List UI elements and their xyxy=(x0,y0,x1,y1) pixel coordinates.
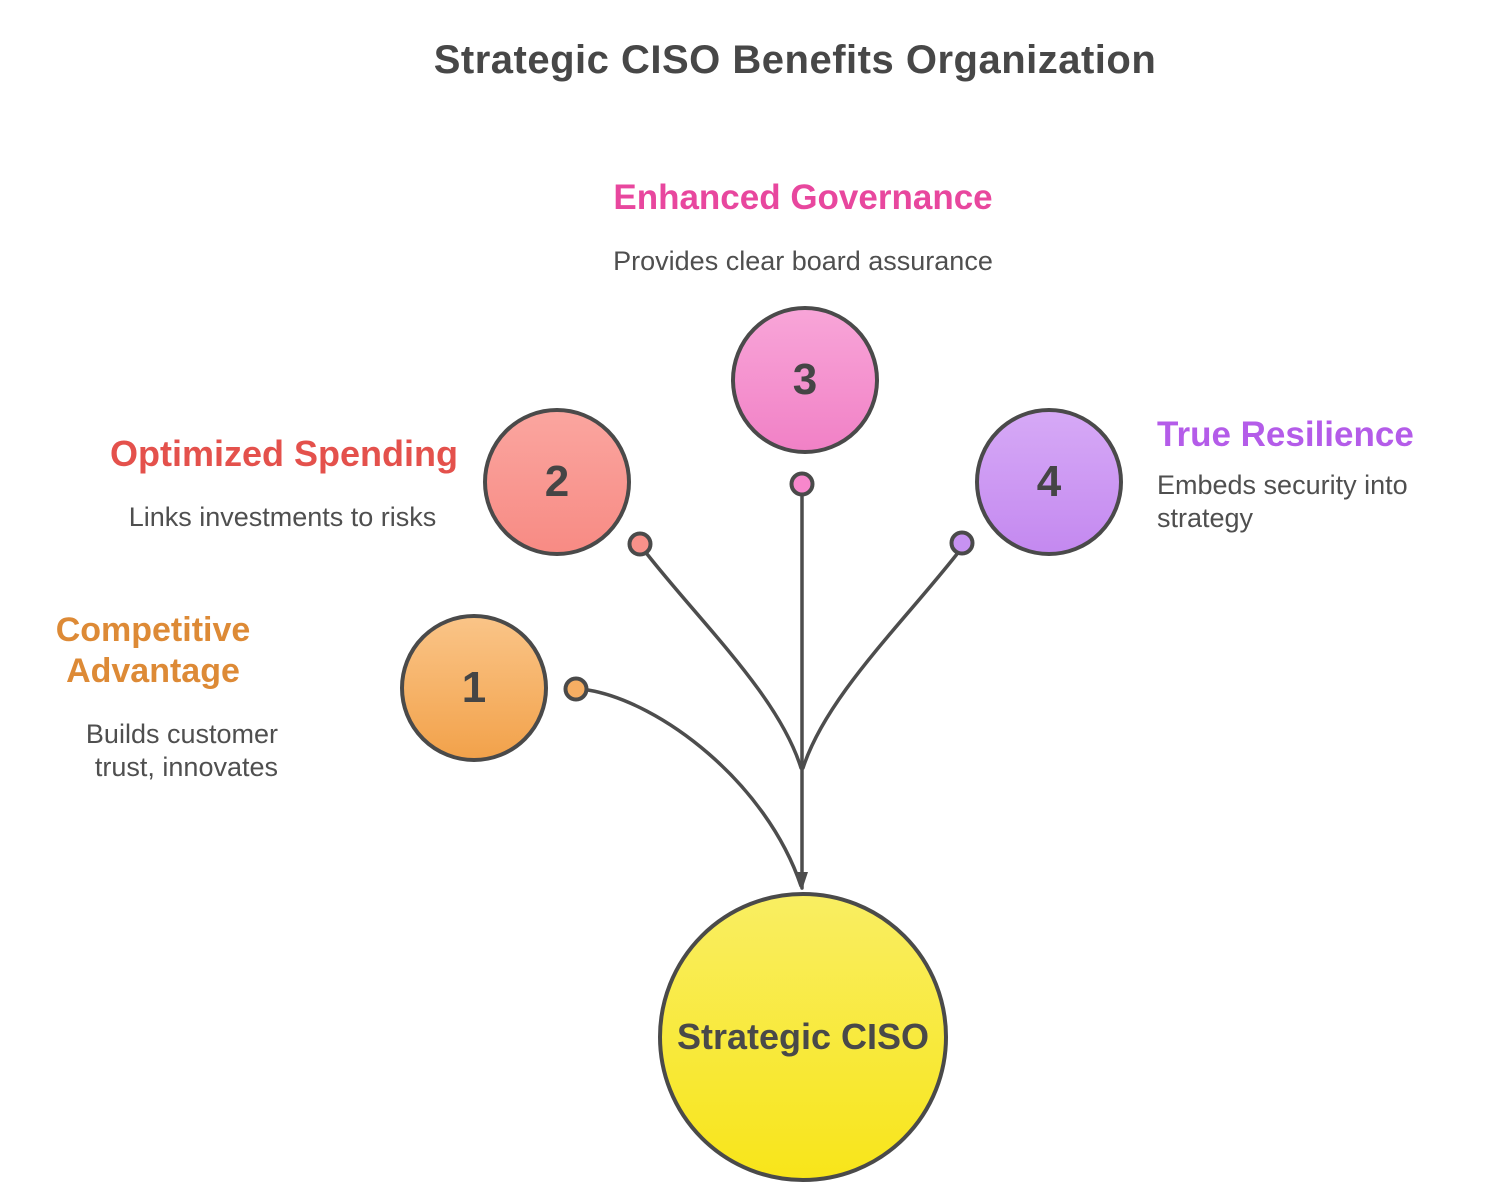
benefit-number-2: 2 xyxy=(544,457,570,506)
center-circle: Strategic CISO xyxy=(658,892,948,1182)
label-block-optimized-spending: Optimized Spending Links investments to … xyxy=(110,432,458,534)
arrowhead-icon xyxy=(796,872,808,890)
benefit-number-1: 1 xyxy=(461,663,487,712)
connector-dot-3 xyxy=(789,471,815,497)
benefit-description-4: Embeds security into strategy xyxy=(1157,470,1408,533)
connector-dot-4 xyxy=(949,530,975,556)
connector-dot-2 xyxy=(627,531,653,557)
connector-curve-2 xyxy=(645,552,803,770)
benefit-circle-3: 3 xyxy=(731,306,879,454)
label-block-competitive-advantage: Competitive Advantage Builds customer tr… xyxy=(28,610,278,783)
benefit-heading-4: True Resilience xyxy=(1157,415,1414,454)
benefit-description-1: Builds customer trust, innovates xyxy=(85,718,278,782)
page-title: Strategic CISO Benefits Organization xyxy=(433,38,1157,82)
benefit-heading-3: Enhanced Governance xyxy=(613,178,993,217)
benefit-description-2: Links investments to risks xyxy=(128,502,437,533)
benefit-heading-2: Optimized Spending xyxy=(110,433,458,474)
benefit-circle-2: 2 xyxy=(483,408,631,556)
benefit-number-4: 4 xyxy=(1036,457,1062,506)
connector-curve-4 xyxy=(801,552,959,770)
connector-dot-1 xyxy=(563,676,589,702)
label-block-enhanced-governance: Enhanced Governance Provides clear board… xyxy=(543,177,1063,278)
benefit-heading-1: Competitive Advantage xyxy=(55,611,251,690)
benefit-number-3: 3 xyxy=(792,355,818,404)
connector-curve-1 xyxy=(586,688,803,888)
benefit-circle-1: 1 xyxy=(400,614,548,762)
benefit-circle-4: 4 xyxy=(975,408,1123,556)
center-circle-label: Strategic CISO xyxy=(676,1016,930,1057)
benefit-description-3: Provides clear board assurance xyxy=(613,246,993,276)
label-block-true-resilience: True Resilience Embeds security into str… xyxy=(1157,414,1447,535)
